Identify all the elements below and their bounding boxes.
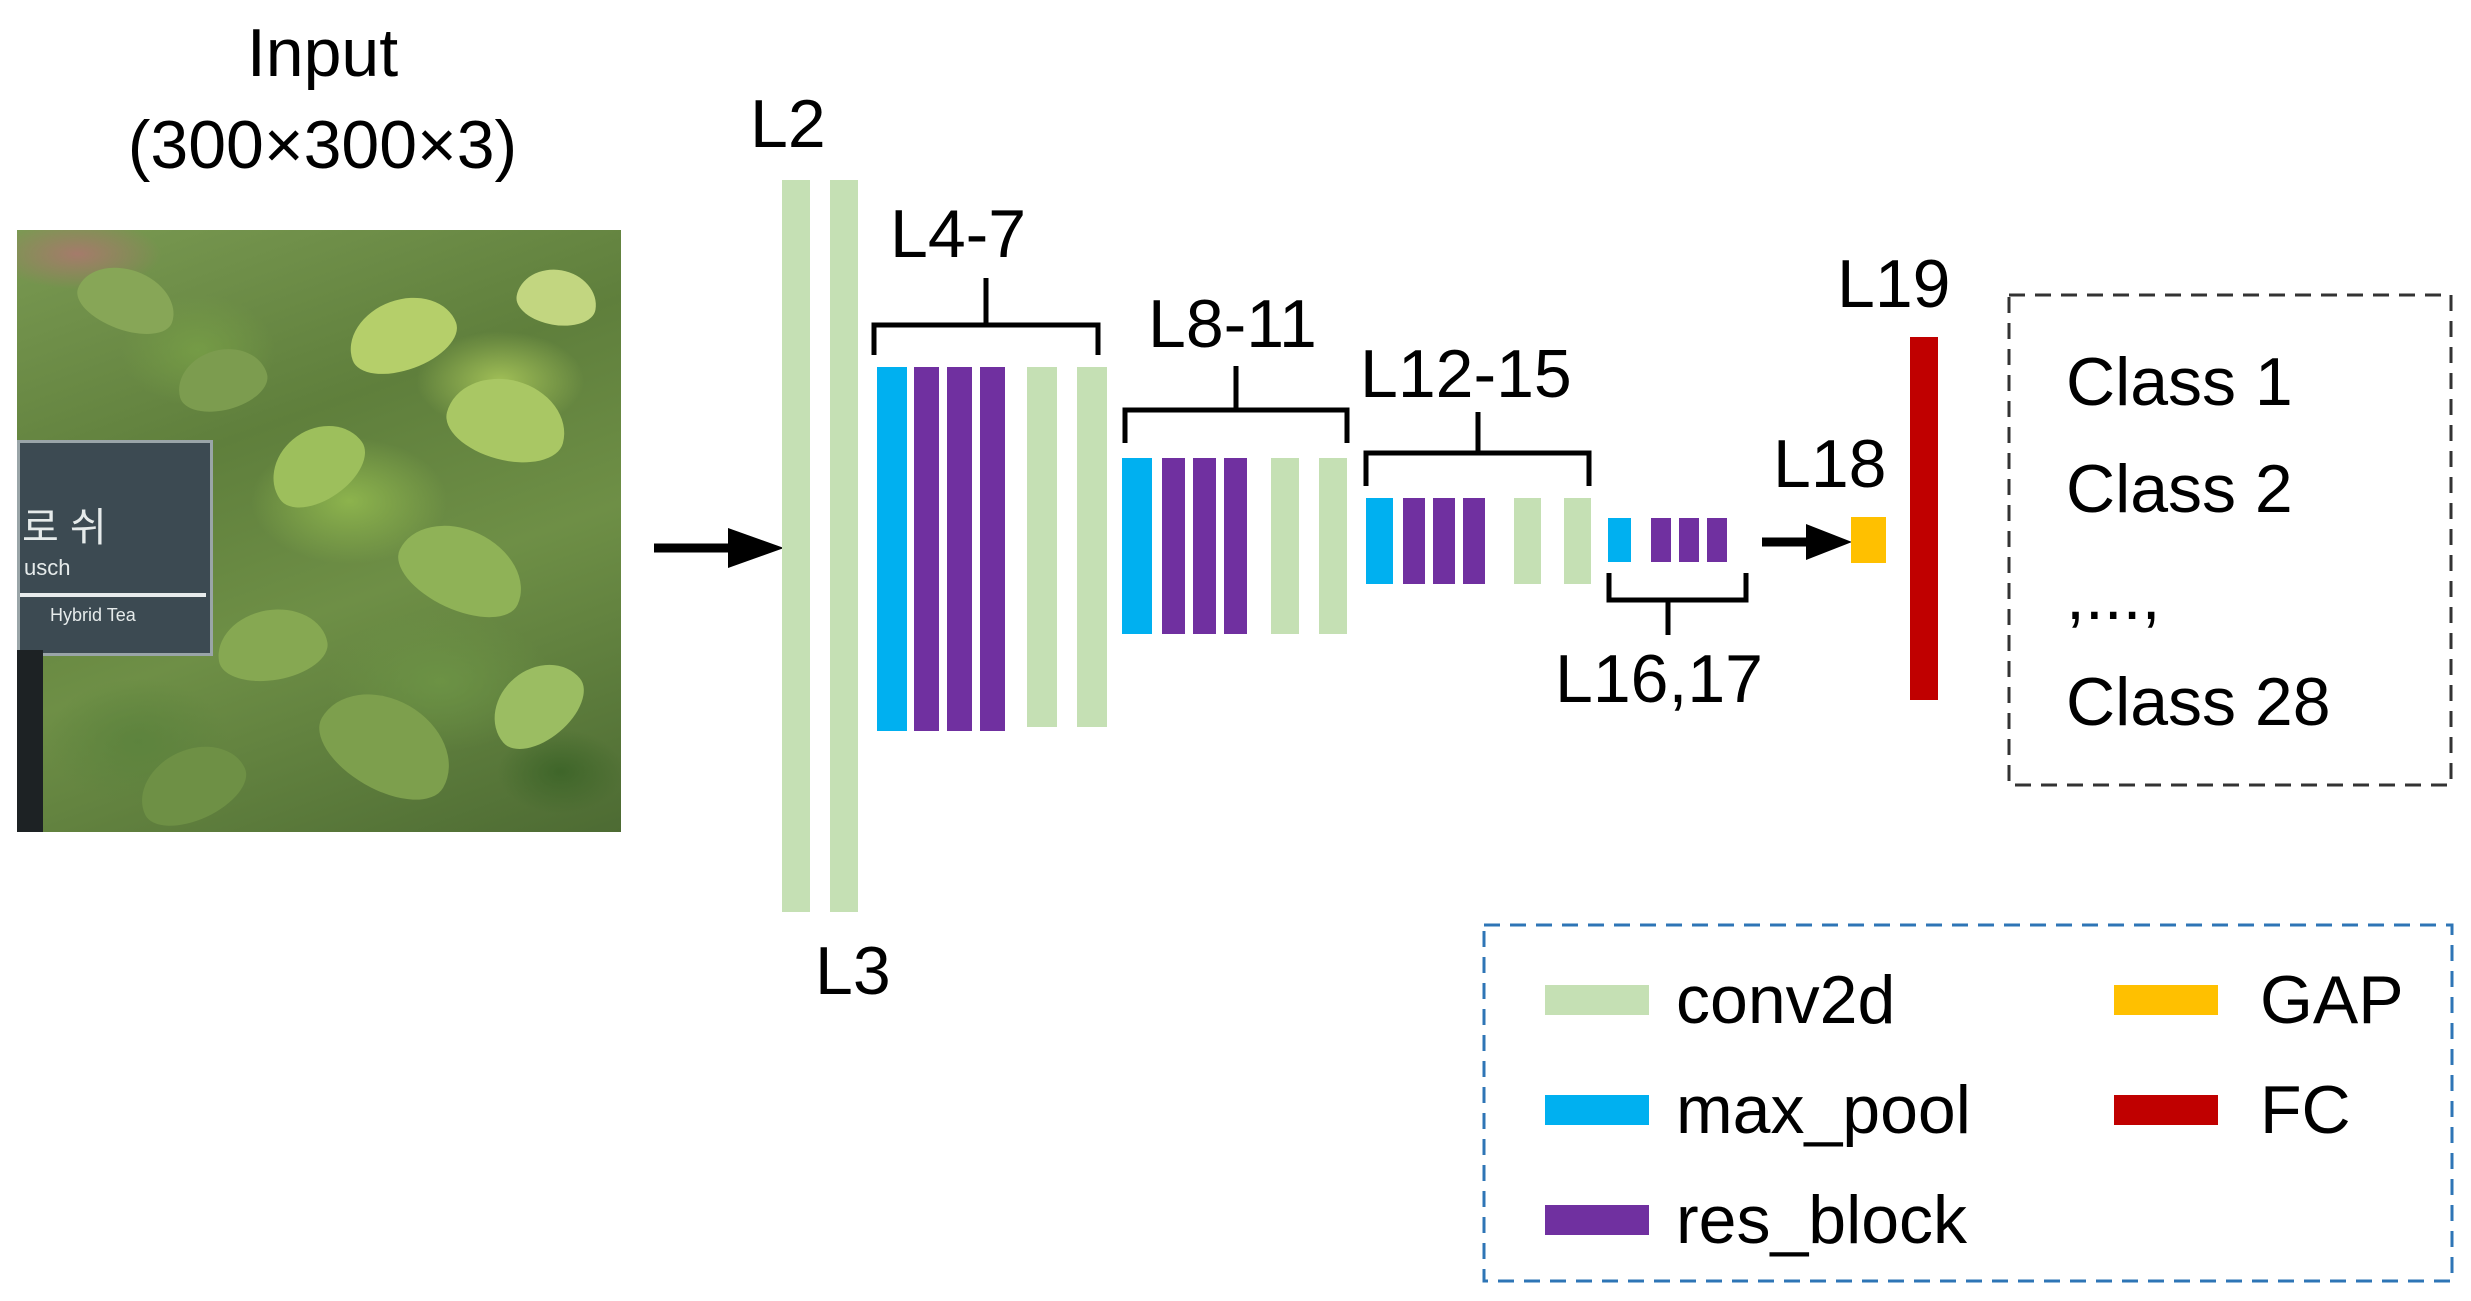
class-item: Class 1 bbox=[2066, 344, 2293, 420]
legend-label-max-pool: max_pool bbox=[1676, 1072, 1971, 1148]
res-block bbox=[1224, 458, 1247, 634]
max-pool-block bbox=[1608, 518, 1631, 562]
res-block bbox=[1162, 458, 1185, 634]
legend-label-res-block: res_block bbox=[1676, 1182, 1968, 1258]
res-block bbox=[1403, 498, 1425, 584]
sign-post bbox=[17, 650, 43, 832]
class-item: ,..., bbox=[2066, 558, 2161, 634]
label-l3: L3 bbox=[815, 933, 891, 1009]
conv2d-block bbox=[1271, 458, 1299, 634]
conv2d-block bbox=[1564, 498, 1591, 584]
label-l4-7: L4-7 bbox=[890, 196, 1027, 272]
label-l12-15: L12-15 bbox=[1360, 336, 1572, 412]
conv2d-block-l2 bbox=[782, 180, 810, 912]
label-l16-17: L16,17 bbox=[1555, 641, 1763, 717]
legend-label-conv2d: conv2d bbox=[1676, 962, 1896, 1038]
conv2d-block bbox=[1319, 458, 1347, 634]
input-label: Input bbox=[246, 15, 399, 91]
class-item: Class 2 bbox=[2066, 451, 2293, 527]
gap-block-l18 bbox=[1851, 517, 1886, 563]
group-l4-7 bbox=[877, 367, 1107, 731]
group-l16-17 bbox=[1608, 518, 1727, 562]
conv2d-block bbox=[1077, 367, 1107, 727]
legend-label-fc: FC bbox=[2260, 1072, 2351, 1148]
group-l12-15 bbox=[1366, 498, 1591, 584]
res-block bbox=[947, 367, 972, 731]
res-block bbox=[1463, 498, 1485, 584]
conv2d-block bbox=[1514, 498, 1541, 584]
legend-swatch-conv2d bbox=[1545, 985, 1649, 1015]
legend-swatch-fc bbox=[2114, 1095, 2218, 1125]
legend-swatch-res-block bbox=[1545, 1205, 1649, 1235]
sign-text-type: Hybrid Tea bbox=[50, 605, 136, 625]
legend-label-gap: GAP bbox=[2260, 962, 2404, 1038]
gap-arrow-icon bbox=[1762, 524, 1852, 560]
legend-swatch-gap bbox=[2114, 985, 2218, 1015]
res-block bbox=[1707, 518, 1727, 562]
sign-text-korean: 로 쉬 bbox=[22, 506, 107, 550]
brace-l8-11 bbox=[1122, 366, 1350, 443]
res-block bbox=[980, 367, 1005, 731]
res-block bbox=[914, 367, 939, 731]
brace-l4-7 bbox=[871, 278, 1101, 355]
max-pool-block bbox=[1122, 458, 1152, 634]
class-item: Class 28 bbox=[2066, 664, 2331, 740]
max-pool-block bbox=[1366, 498, 1393, 584]
res-block bbox=[1193, 458, 1216, 634]
res-block bbox=[1679, 518, 1699, 562]
conv2d-block bbox=[1027, 367, 1057, 727]
sign-text-name: usch bbox=[24, 555, 71, 580]
class-output-box bbox=[2007, 293, 2453, 787]
brace-l16-17 bbox=[1606, 573, 1749, 635]
group-l8-11 bbox=[1122, 458, 1347, 634]
legend-box bbox=[1482, 923, 2454, 1283]
legend-swatch-max-pool bbox=[1545, 1095, 1649, 1125]
fc-block-l19 bbox=[1910, 337, 1938, 700]
res-block bbox=[1433, 498, 1455, 584]
res-block bbox=[1651, 518, 1671, 562]
conv2d-block-l3 bbox=[830, 180, 858, 912]
input-title: Input (300×300×3) bbox=[90, 14, 555, 184]
label-l19: L19 bbox=[1837, 246, 1951, 322]
label-l18: L18 bbox=[1773, 426, 1887, 502]
max-pool-block bbox=[877, 367, 907, 731]
label-l8-11: L8-11 bbox=[1148, 286, 1317, 362]
brace-l12-15 bbox=[1363, 412, 1592, 486]
input-image: 로 쉬 usch Hybrid Tea bbox=[17, 230, 621, 832]
sign-board: 로 쉬 usch Hybrid Tea bbox=[17, 440, 213, 656]
label-l2: L2 bbox=[750, 86, 826, 162]
input-arrow-icon bbox=[654, 528, 784, 568]
input-dimensions: (300×300×3) bbox=[127, 107, 518, 184]
